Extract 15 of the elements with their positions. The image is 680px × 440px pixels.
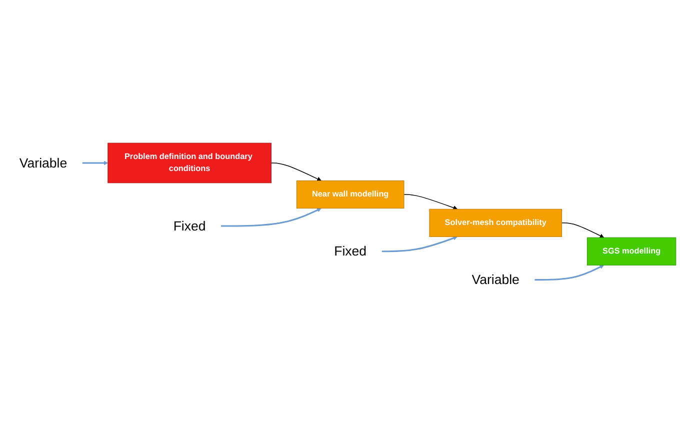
node-text: Variable — [19, 154, 68, 170]
node-text: Fixed — [334, 243, 367, 259]
arrow — [404, 194, 458, 210]
node-box: Solver-mesh compatibility — [429, 208, 562, 237]
arrow — [270, 162, 322, 181]
node-box: SGS modelling — [586, 237, 676, 266]
node-box: Problem definition and boundary conditions — [108, 142, 272, 183]
arrow — [382, 236, 458, 252]
node-box: Near wall modelling — [296, 180, 404, 208]
arrow — [221, 208, 322, 226]
arrow — [82, 160, 108, 165]
node-text: Variable — [472, 272, 520, 287]
arrow — [561, 222, 604, 238]
node-text: Fixed — [173, 218, 206, 234]
arrow — [534, 264, 604, 280]
